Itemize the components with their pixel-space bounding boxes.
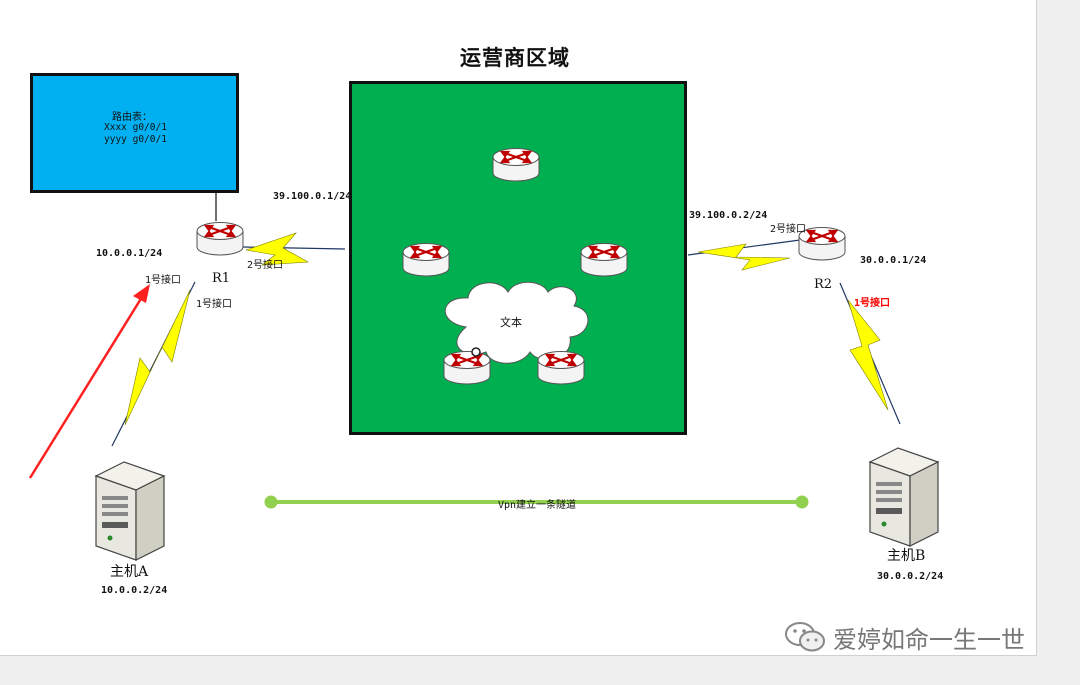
router-icon	[579, 242, 629, 278]
host-b-ip: 30.0.0.2/24	[877, 571, 944, 582]
r2-wan-lightning	[697, 243, 791, 271]
r2-hostb-lightning	[847, 299, 889, 411]
r2-name: R2	[814, 277, 833, 292]
host-a-ip: 10.0.0.2/24	[101, 585, 168, 596]
tunnel-endpoint-a	[264, 495, 278, 509]
routing-table-entry: yyyy g0/0/1	[104, 134, 167, 145]
r1-port1-label: 1号接口	[145, 275, 182, 286]
router-r1-icon	[195, 221, 245, 257]
gear-icon	[471, 347, 481, 357]
r2-wan-ip: 39.100.0.2/24	[689, 210, 768, 221]
cloud-shape	[444, 281, 589, 364]
routing-table-box	[30, 73, 239, 193]
r2-port2-label: 2号接口	[770, 224, 807, 235]
routing-table-title: 路由表：	[112, 112, 152, 123]
r1-wan-ip: 39.100.0.1/24	[273, 191, 352, 202]
r1-name: R1	[212, 271, 231, 286]
router-icon	[442, 350, 492, 386]
r1-port2-label: 2号接口	[247, 260, 284, 271]
router-icon	[401, 242, 451, 278]
vpn-tunnel-label: Vpn建立一条隧道	[498, 500, 577, 511]
tunnel-endpoint-b	[795, 495, 809, 509]
host-a-server-icon	[95, 461, 165, 561]
wechat-icon	[785, 622, 825, 652]
r1-hosta-lightning	[124, 289, 191, 426]
routing-table-entry: Xxxx g0/0/1	[104, 122, 167, 133]
red-arrow	[28, 296, 144, 479]
host-b-name: 主机B	[887, 548, 926, 564]
diagram-title: 运营商区域	[460, 45, 570, 70]
r1-wan-lightning	[245, 232, 310, 266]
host-b-server-icon	[869, 447, 939, 547]
cloud-text: 文本	[500, 316, 522, 329]
r2-lan-ip: 30.0.0.1/24	[860, 255, 927, 266]
red-arrow-head	[133, 284, 150, 303]
r1-lan-ip: 10.0.0.1/24	[96, 248, 163, 259]
r1-port1-bottom-label: 1号接口	[196, 299, 233, 310]
router-icon	[536, 350, 586, 386]
watermark-text: 爱婷如命一生一世	[833, 626, 1025, 654]
r2-port1-label: 1号接口	[854, 298, 891, 309]
host-a-name: 主机A	[110, 564, 149, 580]
router-icon	[491, 147, 541, 183]
